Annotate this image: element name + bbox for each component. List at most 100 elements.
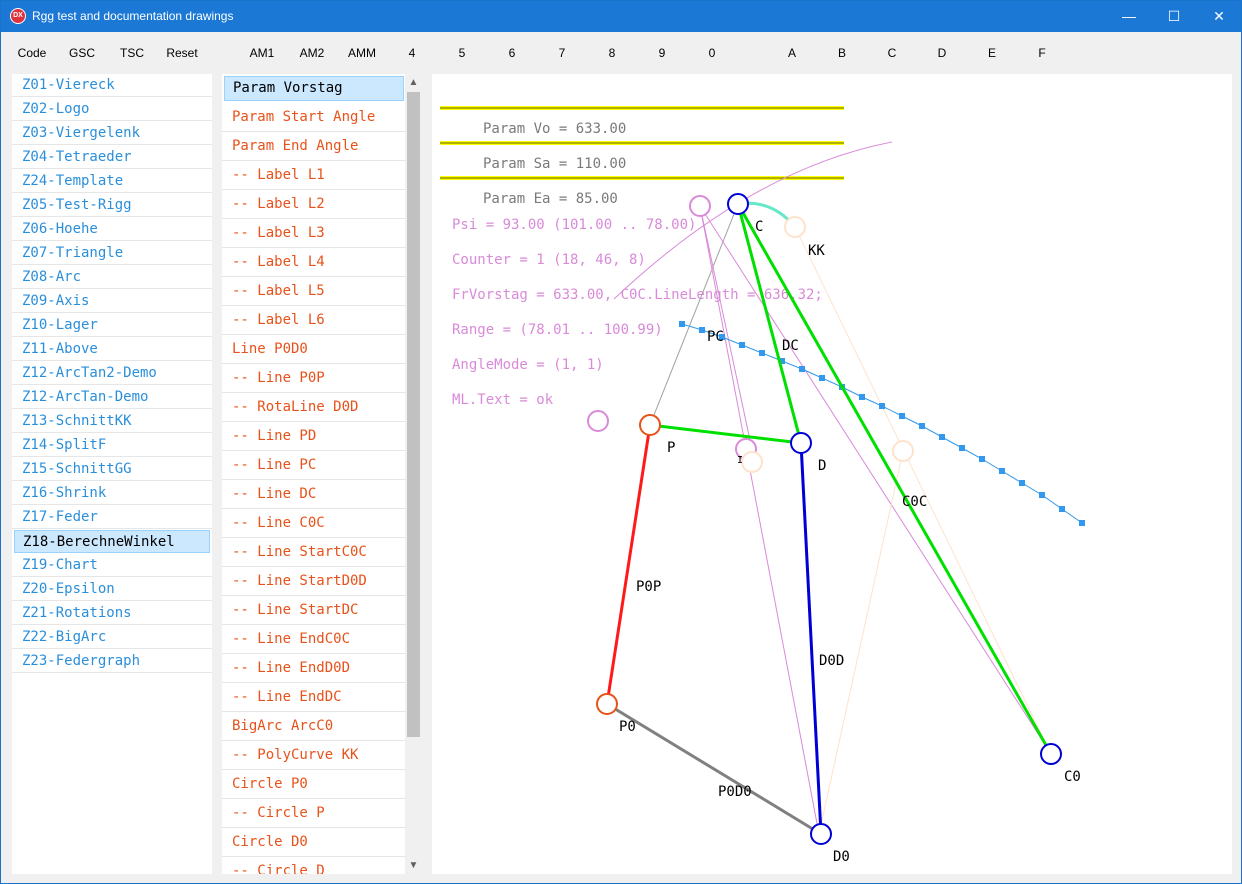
drawing-list-item[interactable]: Z24-Template	[12, 170, 212, 193]
element-list-item[interactable]: -- Line StartD0D	[222, 567, 405, 596]
drawing-list-item[interactable]: Z08-Arc	[12, 266, 212, 289]
drawing-list-item[interactable]: Z14-SplitF	[12, 434, 212, 457]
reset-button[interactable]: Reset	[166, 46, 198, 60]
key-a-button[interactable]: A	[787, 46, 797, 60]
element-list-item[interactable]: Circle P0	[222, 770, 405, 799]
circle-p[interactable]	[639, 414, 661, 436]
curve-marker	[799, 366, 805, 372]
element-list-item[interactable]: Circle D0	[222, 828, 405, 857]
am2-button[interactable]: AM2	[299, 46, 325, 60]
drawing-canvas[interactable]: Param Vo = 633.00 Param Sa = 110.00 Para…	[432, 74, 1232, 874]
key-b-button[interactable]: B	[837, 46, 847, 60]
circle-end-p[interactable]	[892, 440, 914, 462]
element-list-item[interactable]: -- Line StartDC	[222, 596, 405, 625]
element-list-item[interactable]: -- Line PD	[222, 422, 405, 451]
element-list-item[interactable]: Param Start Angle	[222, 103, 405, 132]
drawing-list-item[interactable]: Z02-Logo	[12, 98, 212, 121]
element-list-item[interactable]: -- Circle P	[222, 799, 405, 828]
element-list-item[interactable]: -- Line C0C	[222, 509, 405, 538]
circle-c[interactable]	[727, 193, 749, 215]
element-list-item[interactable]: -- Line EndC0C	[222, 625, 405, 654]
title-bar[interactable]: DX Rgg test and documentation drawings —…	[1, 1, 1241, 32]
element-list-item[interactable]: Line P0D0	[222, 335, 405, 364]
drawing-list-item[interactable]: Z09-Axis	[12, 290, 212, 313]
element-list-item[interactable]: -- Label L1	[222, 161, 405, 190]
element-list-item[interactable]: -- RotaLine D0D	[222, 393, 405, 422]
element-list-item[interactable]: BigArc ArcC0	[222, 712, 405, 741]
key-c-button[interactable]: C	[887, 46, 897, 60]
circle-d[interactable]	[790, 432, 812, 454]
element-list-item[interactable]: -- Line EndD0D	[222, 654, 405, 683]
element-list-item[interactable]: -- Label L2	[222, 190, 405, 219]
drawing-list-item[interactable]: Z10-Lager	[12, 314, 212, 337]
key-d-button[interactable]: D	[937, 46, 947, 60]
scroll-down-icon[interactable]: ▼	[408, 860, 419, 871]
key-8-button[interactable]: 8	[608, 46, 616, 60]
drawing-list-item[interactable]: Z13-SchnittKK	[12, 410, 212, 433]
drawing-list-item[interactable]: Z18-BerechneWinkel	[14, 530, 210, 553]
drawing-list-item[interactable]: Z04-Tetraeder	[12, 146, 212, 169]
element-list-item[interactable]: -- Line P0P	[222, 364, 405, 393]
element-list-item[interactable]: Param Vorstag	[224, 76, 404, 101]
element-list-item[interactable]: -- Line DC	[222, 480, 405, 509]
scroll-up-icon[interactable]: ▲	[408, 77, 419, 88]
key-5-button[interactable]: 5	[458, 46, 466, 60]
drawing-list-item[interactable]: Z19-Chart	[12, 554, 212, 577]
key-6-button[interactable]: 6	[508, 46, 516, 60]
drawing-list-item[interactable]: Z11-Above	[12, 338, 212, 361]
drawing-list-item[interactable]: Z20-Epsilon	[12, 578, 212, 601]
element-list-item[interactable]: -- Label L4	[222, 248, 405, 277]
circle-end-c[interactable]	[784, 216, 806, 238]
element-list-item[interactable]: -- Circle D	[222, 857, 405, 874]
gsc-button[interactable]: GSC	[68, 46, 96, 60]
line-pc	[649, 203, 739, 426]
element-list-item[interactable]: -- Line StartC0C	[222, 538, 405, 567]
key-0-button[interactable]: 0	[708, 46, 716, 60]
am1-button[interactable]: AM1	[249, 46, 275, 60]
circle-start-p[interactable]	[587, 410, 609, 432]
drawing-list-item[interactable]: Z05-Test-Rigg	[12, 194, 212, 217]
key-f-button[interactable]: F	[1038, 46, 1046, 60]
key-9-button[interactable]: 9	[658, 46, 666, 60]
drawing-list-item[interactable]: Z23-Federgraph	[12, 650, 212, 673]
circle-start-c[interactable]	[689, 195, 711, 217]
key-4-button[interactable]: 4	[408, 46, 416, 60]
element-list-item[interactable]: -- Line EndDC	[222, 683, 405, 712]
drawing-list-item[interactable]: Z06-Hoehe	[12, 218, 212, 241]
maximize-button[interactable]: ☐	[1167, 8, 1181, 24]
circle-c0[interactable]	[1040, 743, 1062, 765]
drawing-list-item[interactable]: Z22-BigArc	[12, 626, 212, 649]
circle-d0[interactable]	[810, 823, 832, 845]
drawing-list-item[interactable]: Z12-ArcTan-Demo	[12, 386, 212, 409]
label-p0p: P0P	[636, 579, 661, 595]
code-button[interactable]: Code	[17, 46, 47, 60]
curve-marker	[879, 403, 885, 409]
circle-end-d[interactable]	[741, 451, 763, 473]
drawing-list-item[interactable]: Z01-Viereck	[12, 74, 212, 97]
key-e-button[interactable]: E	[987, 46, 997, 60]
element-list-scrollbar[interactable]: ▲ ▼	[405, 74, 422, 874]
close-button[interactable]: ✕	[1213, 8, 1225, 24]
element-list-item[interactable]: -- Line PC	[222, 451, 405, 480]
drawing-list-item[interactable]: Z21-Rotations	[12, 602, 212, 625]
key-7-button[interactable]: 7	[558, 46, 566, 60]
drawing-list-item[interactable]: Z15-SchnittGG	[12, 458, 212, 481]
scroll-thumb[interactable]	[407, 92, 420, 737]
element-list-item[interactable]: -- PolyCurve KK	[222, 741, 405, 770]
app-icon: DX	[10, 8, 26, 24]
drawing-list-item[interactable]: Z07-Triangle	[12, 242, 212, 265]
minimize-button[interactable]: —	[1122, 8, 1136, 24]
circle-p0[interactable]	[596, 693, 618, 715]
drawing-list-item[interactable]: Z17-Feder	[12, 506, 212, 529]
drawing-list-item[interactable]: Z12-ArcTan2-Demo	[12, 362, 212, 385]
drawing-list-item[interactable]: Z16-Shrink	[12, 482, 212, 505]
element-list-item[interactable]: -- Label L3	[222, 219, 405, 248]
element-list-item[interactable]: -- Label L5	[222, 277, 405, 306]
element-list-item[interactable]: Param End Angle	[222, 132, 405, 161]
amm-button[interactable]: AMM	[348, 46, 376, 60]
tsc-button[interactable]: TSC	[120, 46, 144, 60]
drawing-list-item[interactable]: Z03-Viergelenk	[12, 122, 212, 145]
element-list-item[interactable]: -- Label L6	[222, 306, 405, 335]
